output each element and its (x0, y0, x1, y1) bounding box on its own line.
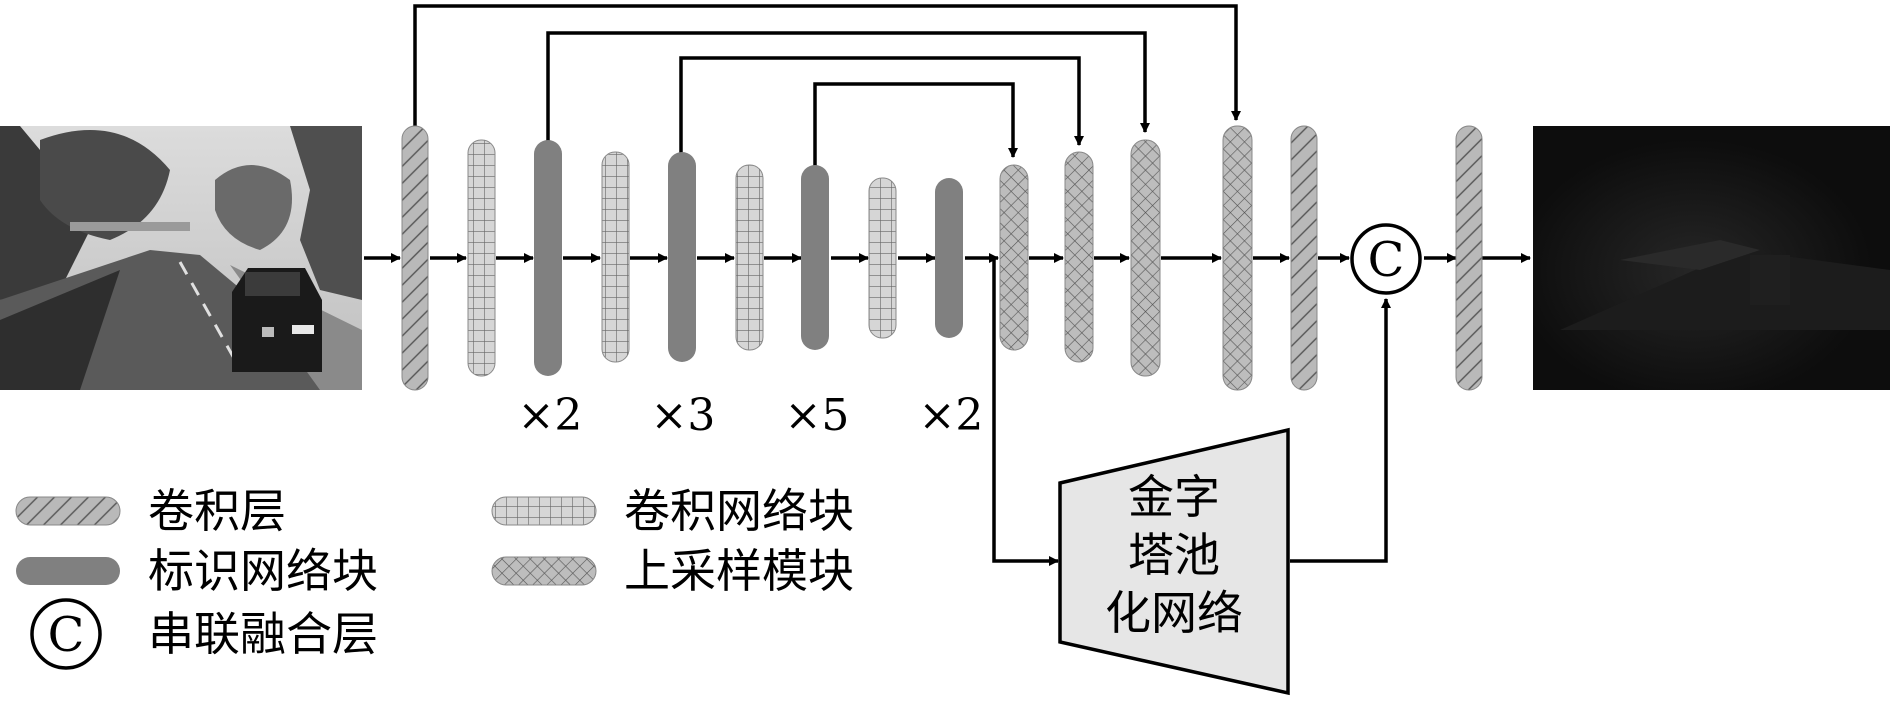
legend-conv-layer: 卷积层 (15, 484, 286, 538)
legend-swatch-upsample-block (491, 556, 597, 586)
conv-layer-2 (1290, 125, 1318, 391)
legend-label: 卷积层 (148, 484, 286, 538)
upsample-block-4 (1222, 125, 1253, 391)
identity-block-2 (668, 152, 696, 362)
encoder (401, 125, 963, 391)
main-path-arrows (364, 253, 1531, 566)
pyramid-pooling-module: 金字 塔池 化网络 (1058, 427, 1290, 696)
pyramid-pooling-label-line-3: 化网络 (1105, 586, 1243, 640)
multiplier-label: ×5 (785, 390, 850, 441)
multipliers: ×2 ×3 ×5 ×2 (518, 390, 984, 441)
legend-label: 卷积网络块 (624, 484, 854, 538)
conv-block-3 (735, 164, 764, 351)
skip-connection-3 (679, 56, 1084, 155)
pyramid-pooling-label-line-2: 塔池 (1128, 528, 1220, 582)
conv-layer-1 (401, 125, 429, 391)
skip-connection-2 (546, 31, 1150, 142)
multiplier-label: ×2 (919, 390, 984, 441)
identity-block-4 (935, 178, 963, 338)
skip-connections (413, 4, 1241, 167)
output-image (1533, 126, 1890, 390)
upsample-block-1 (999, 164, 1029, 351)
decoder (999, 125, 1483, 391)
input-image (0, 126, 362, 390)
upsample-block-3 (1130, 139, 1161, 377)
legend-swatch-conv-block (491, 496, 597, 526)
legend-label: 串联融合层 (148, 607, 378, 661)
conv-block-2 (601, 151, 630, 363)
multiplier-label: ×3 (651, 390, 716, 441)
legend-identity-block: 标识网络块 (16, 544, 378, 598)
concat-node: C (1350, 223, 1422, 295)
legend-concat-layer: C 串联融合层 (30, 598, 378, 670)
legend-label: 上采样模块 (624, 544, 854, 598)
identity-block-1 (534, 140, 562, 376)
skip-connection-1 (413, 4, 1241, 130)
skip-connection-4 (813, 82, 1018, 167)
legend-concat-symbol: C (48, 607, 85, 663)
legend-swatch-concat (30, 598, 102, 670)
legend-swatch-identity-block (16, 557, 120, 585)
legend-conv-block: 卷积网络块 (491, 484, 854, 538)
conv-layer-3 (1455, 125, 1483, 391)
legend-label: 标识网络块 (148, 544, 378, 598)
upsample-block-2 (1064, 151, 1094, 363)
pyramid-pooling-label-line-1: 金字 (1128, 470, 1220, 524)
conv-block-4 (868, 177, 897, 339)
concat-symbol: C (1368, 232, 1405, 288)
legend-upsample-block: 上采样模块 (491, 544, 854, 598)
conv-block-1 (467, 139, 496, 377)
legend: 卷积层 标识网络块 C 串联融合层 卷积网络块 上采样模块 (15, 484, 854, 670)
multiplier-label: ×2 (518, 390, 583, 441)
legend-swatch-conv-layer (15, 496, 121, 526)
identity-block-3 (801, 165, 829, 350)
